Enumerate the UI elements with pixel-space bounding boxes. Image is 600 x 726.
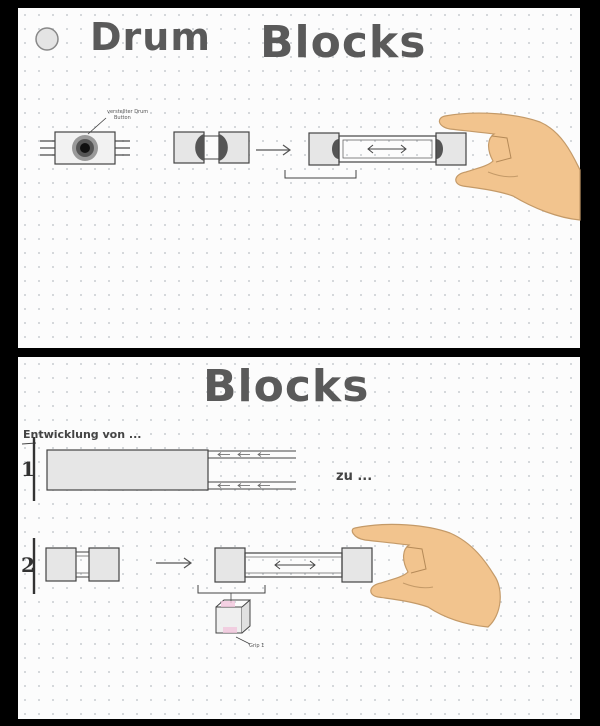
title-drum: Drum bbox=[90, 15, 211, 59]
annotation-line2: Button bbox=[114, 115, 131, 121]
pinching-hand-illustration bbox=[438, 112, 581, 221]
block-pair-closed bbox=[173, 131, 250, 164]
bottom-sketch bbox=[21, 437, 501, 645]
drum-blocks-panel: Drum Blocks verstellter Drum Button bbox=[18, 8, 581, 348]
blocks-panel: Blocks Entwicklung von ... 1 2 zu ... Gr… bbox=[18, 357, 580, 719]
title-blocks-2: Blocks bbox=[203, 361, 370, 412]
top-sketch bbox=[35, 27, 581, 221]
pinching-hand-illustration-2 bbox=[351, 523, 501, 628]
transition-arrow-2 bbox=[156, 557, 193, 569]
row2-number: 2 bbox=[21, 553, 35, 577]
small-cube-sketch bbox=[215, 598, 251, 645]
block-pair-closed-2 bbox=[45, 547, 120, 582]
block-pair-extended-2 bbox=[197, 547, 373, 603]
cube-label: Grip 1 bbox=[249, 643, 265, 649]
long-block-with-rails bbox=[46, 449, 296, 491]
subtitle-entwicklung: Entwicklung von ... bbox=[23, 428, 142, 441]
annotation-line1: verstellter Drum bbox=[107, 109, 149, 115]
transition-arrow bbox=[256, 144, 292, 156]
drum-module bbox=[40, 117, 130, 165]
block-pair-extended bbox=[284, 132, 467, 179]
circle-mark bbox=[35, 27, 59, 51]
title-blocks: Blocks bbox=[260, 17, 427, 68]
zu-text: zu ... bbox=[336, 469, 373, 484]
row1-number: 1 bbox=[21, 457, 35, 481]
